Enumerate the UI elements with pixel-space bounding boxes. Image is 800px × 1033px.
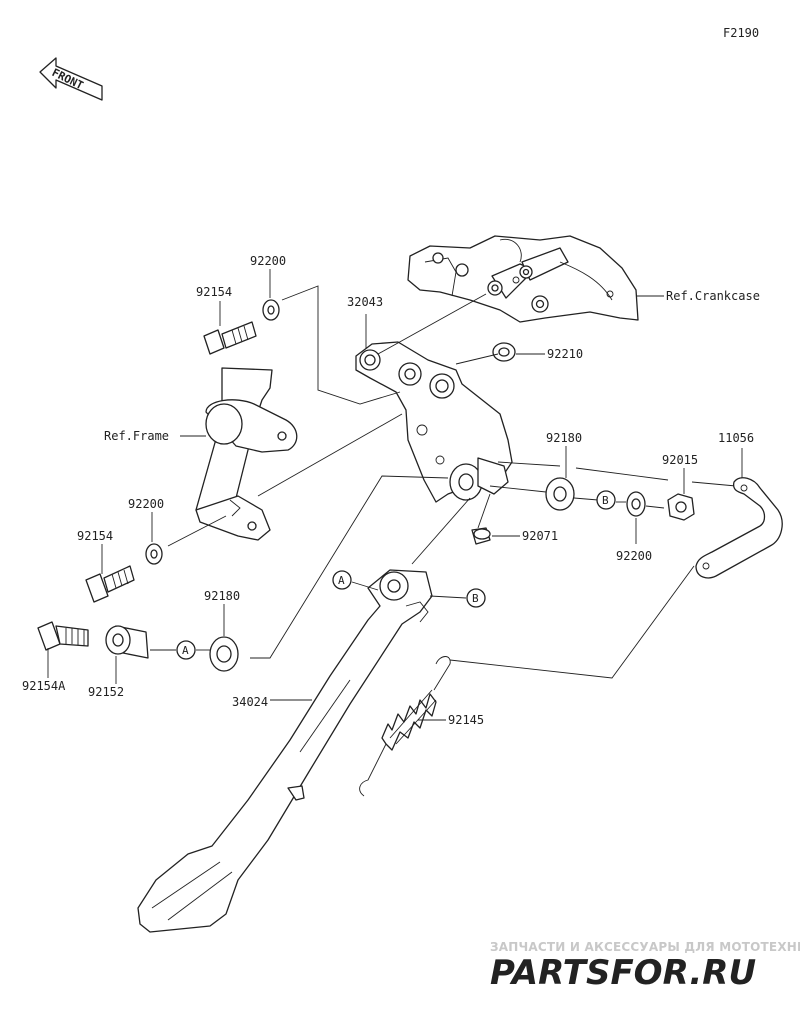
collar-92152 [105,625,149,659]
washer-92180-right [545,477,575,511]
callout-b-stand-label: B [472,592,479,605]
washer-92200-top [262,299,280,321]
collar-92210 [492,342,516,362]
crankcase-reference-drawing [407,235,639,323]
part-label-92154-left: 92154 [77,529,113,543]
callout-a-left: A [176,640,196,660]
bolt-92154A [37,621,89,651]
figure-code: F2190 [723,26,759,40]
bracket-11056 [695,477,783,579]
part-label-92154A: 92154A [22,679,66,693]
rubber-stopper-92071 [471,527,491,545]
part-label-92071: 92071 [522,529,558,543]
bolt-92154-left [85,565,135,603]
part-label-92200-left: 92200 [128,497,164,511]
part-label-92210: 92210 [547,347,583,361]
part-label-92145: 92145 [448,713,484,727]
part-label-32043: 32043 [347,295,383,309]
callout-a-left-label: A [182,644,189,657]
front-arrow-label: FRONT [50,66,86,92]
callout-b-right-label: B [602,494,609,507]
washer-92180-left [209,636,239,672]
part-label-34024: 34024 [232,695,268,709]
bolt-92154-top [203,321,257,355]
frame-reference-drawing [195,367,298,541]
callout-b-stand: B [466,588,486,608]
callout-a-stand-label: A [338,574,345,587]
part-label-92154-top: 92154 [196,285,232,299]
spring-92145 [359,656,451,797]
part-label-92015: 92015 [662,453,698,467]
part-label-92200-top: 92200 [250,254,286,268]
ref-frame-label: Ref.Frame [104,429,169,443]
watermark-brand: PARTSFOR.RU [490,953,756,993]
bracket-32043 [355,341,513,503]
part-label-92200-right: 92200 [616,549,652,563]
nut-92015 [667,493,695,521]
front-arrow-icon: FRONT [39,57,103,101]
ref-crankcase-label: Ref.Crankcase [666,289,760,303]
washer-92200-right [626,491,646,517]
part-label-11056: 11056 [718,431,754,445]
part-label-92180-left: 92180 [204,589,240,603]
washer-92200-left [145,543,163,565]
watermark-caption: ЗАПЧАСТИ И АКСЕССУАРЫ ДЛЯ МОТОТЕХНИКИ [490,940,800,954]
callout-b-right: B [596,490,616,510]
part-label-92152: 92152 [88,685,124,699]
callout-a-stand: A [332,570,352,590]
side-stand-34024 [137,569,433,933]
part-label-92180-right: 92180 [546,431,582,445]
